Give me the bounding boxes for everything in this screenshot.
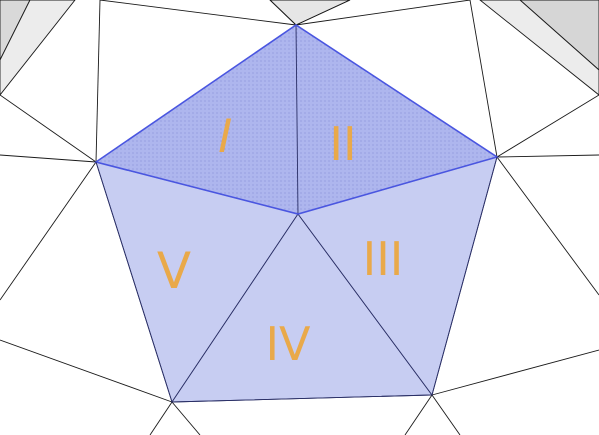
mesh-line [496, 94, 599, 158]
pentagon-lower-edge [95, 156, 498, 403]
corner-facet-top-left-2 [0, 0, 76, 96]
mesh-line [431, 394, 461, 435]
corner-facet-top-right-2 [479, 0, 599, 96]
divider-i-ii [295, 24, 299, 215]
label-iv: IV [265, 317, 311, 371]
mesh-line [99, 0, 297, 26]
region-i-dots [96, 25, 298, 214]
mesh-line [404, 394, 433, 435]
mesh-line [469, 0, 498, 158]
mesh-line [496, 156, 599, 296]
mesh-line [0, 94, 97, 163]
mesh-line [95, 0, 101, 163]
mesh-line [149, 401, 173, 435]
mesh-line [0, 161, 97, 301]
mesh-line [496, 154, 599, 158]
corner-facet-top-center [269, 0, 351, 26]
label-iii: III [363, 232, 404, 286]
pentagon [94, 24, 499, 404]
mesh-line [295, 0, 471, 26]
label-v: V [157, 242, 191, 300]
mesh-line [295, 0, 351, 26]
label-ii: II [329, 117, 356, 171]
mesh-line [431, 349, 599, 396]
mesh-line [0, 339, 173, 403]
mesh-line [171, 401, 201, 435]
mesh-line [269, 0, 297, 26]
mesh-line [0, 154, 97, 163]
region-ii-dots [296, 25, 497, 214]
